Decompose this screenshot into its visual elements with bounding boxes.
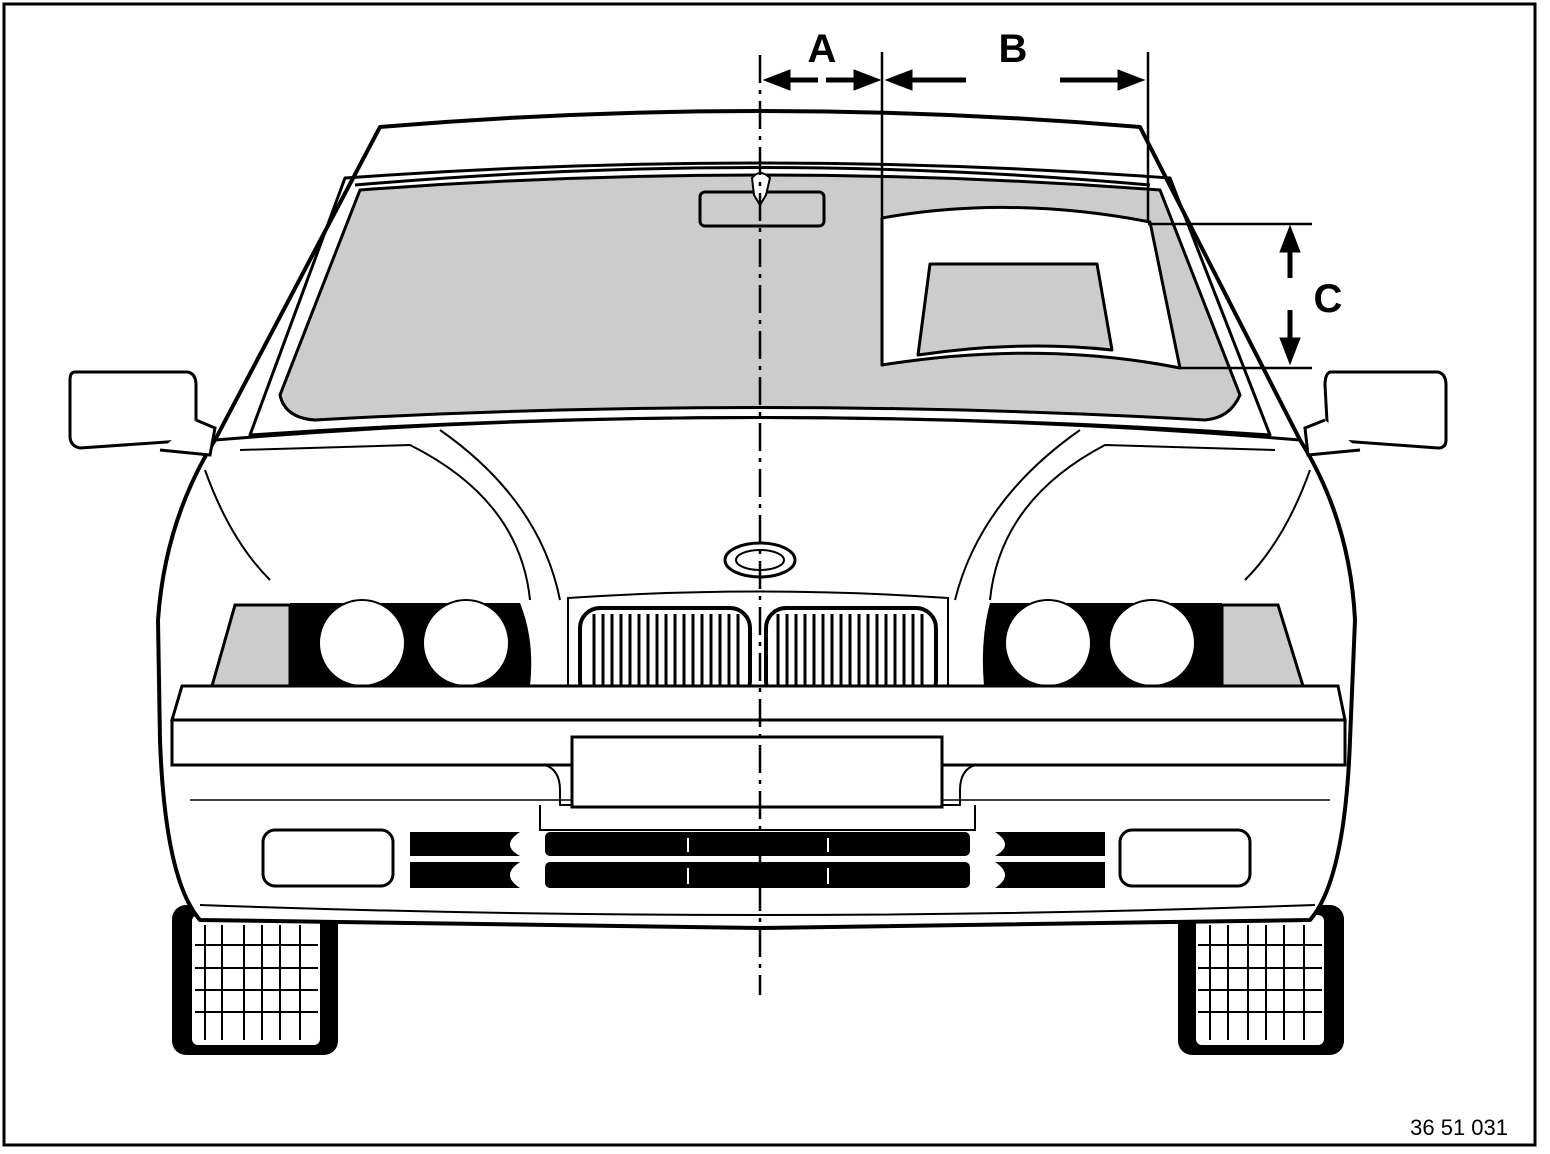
figure-code: 36 51 031: [1410, 1115, 1508, 1140]
hood-crease-right: [954, 429, 1081, 601]
left-tire: [172, 905, 338, 1055]
dimension-label-b: B: [999, 27, 1028, 71]
kidney-grille-right: [764, 606, 938, 703]
dimension-c-arrows: [1279, 224, 1301, 366]
hood-edge: [214, 416, 1301, 442]
dimension-label-c: C: [1314, 277, 1343, 321]
mirror-mount: [750, 172, 772, 207]
roof-line: [354, 166, 1151, 187]
left-fog-light: [261, 828, 395, 888]
dimension-b-arrows: [884, 69, 1146, 91]
lower-valance-top: [539, 805, 976, 831]
sticker-inner: [916, 262, 1114, 357]
lower-valance: [199, 904, 1316, 916]
dimension-label-a: A: [808, 27, 837, 71]
hood-crease-left: [439, 429, 561, 601]
license-plate: [570, 735, 944, 809]
right-fog-light: [1118, 828, 1252, 888]
right-headlight-cluster: [982, 599, 1306, 688]
right-side-mirror: [1303, 370, 1448, 457]
left-side-mirror: [68, 370, 217, 457]
upper-bumper: [169, 684, 1347, 722]
lower-air-intake: [410, 832, 1105, 888]
dimension-a-arrows: [762, 69, 882, 91]
fender-crease-right: [1244, 469, 1311, 581]
hood-line-right: [989, 443, 1276, 601]
fender-crease-left: [204, 469, 271, 581]
left-headlight-cluster: [210, 599, 532, 688]
right-tire: [1178, 905, 1344, 1055]
hood-line-left: [239, 443, 531, 601]
